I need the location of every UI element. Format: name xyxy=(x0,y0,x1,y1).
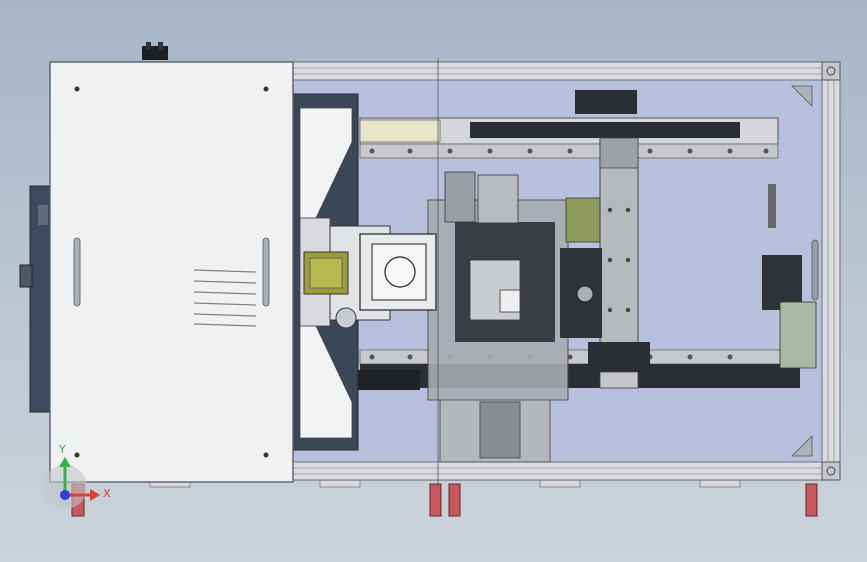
coordinate-triad xyxy=(43,457,100,509)
triad-y-label: Y xyxy=(59,443,66,456)
triad-x-label: X xyxy=(103,487,111,500)
upper-linear-axis xyxy=(359,90,779,159)
stepper-motor xyxy=(303,225,437,329)
left-side-bracket xyxy=(19,185,53,413)
leveling-feet xyxy=(71,479,818,517)
top-knob xyxy=(142,42,168,60)
central-mechanism xyxy=(427,137,817,463)
front-door-panel[interactable] xyxy=(49,61,294,483)
